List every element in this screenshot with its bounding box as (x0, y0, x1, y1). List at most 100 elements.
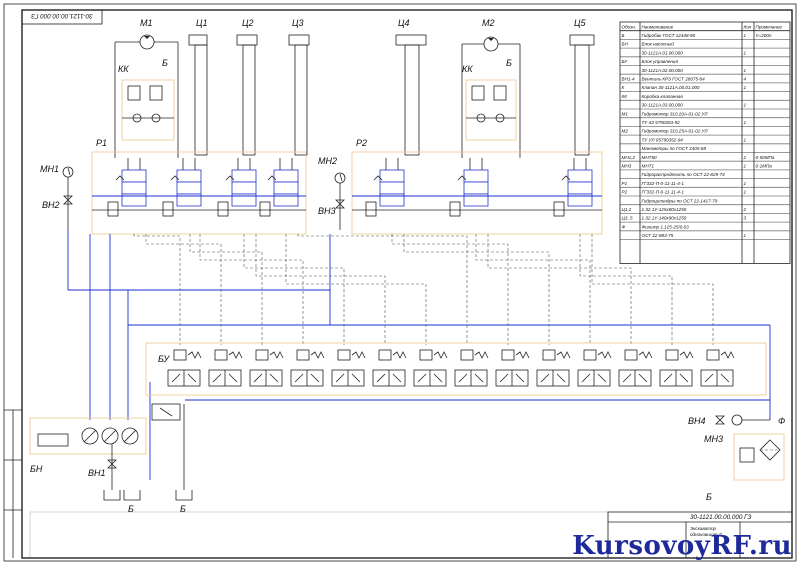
title-name-2: одноковшовый (690, 531, 722, 537)
label-m2: М2 (482, 18, 495, 28)
label-bh2: ВН2 (42, 200, 60, 210)
spec-cell: Фильтр 1.125-25/0.63 (642, 224, 690, 229)
label-kk2: КК (462, 64, 473, 74)
label-c3: Ц3 (292, 18, 304, 28)
spec-cell: Блок насосный (642, 41, 675, 47)
main-lines (67, 230, 771, 480)
spec-cell: 0-50МПа (756, 155, 775, 160)
spec-cell: 1 (744, 137, 747, 142)
spec-cell: ОСТ 22-883-75 (642, 233, 674, 238)
motor-m2: М2 (461, 18, 521, 158)
label-bh3: ВН3 (318, 206, 336, 216)
spec-cell: МНТ1 (642, 164, 655, 169)
spec-cell: Гидромотор 310.25А-01-02 УЛ (642, 129, 709, 134)
label-b2: Б (180, 504, 186, 514)
label-c2: Ц2 (242, 18, 254, 28)
spec-cell: 4 (744, 77, 747, 82)
spec-cell: 0-1МПа (756, 164, 773, 169)
spec-cell: 1 (744, 50, 747, 55)
spec-cell: Гидроцилиндры по ОСТ 22-1417-79 (642, 198, 718, 203)
spec-cell: 30-1121А.02.00.000 (642, 68, 684, 73)
tank-valve-bh1: ВН1 (88, 444, 121, 501)
spec-header: Наименование (642, 25, 674, 30)
motor-m1: М1 (114, 18, 179, 158)
spec-header: Обозн. (622, 25, 637, 30)
spec-cell: Коробка клапанная (642, 94, 684, 99)
spec-cell: Манометры по ГОСТ 2405-88 (642, 146, 707, 151)
spec-cell: Вентиль КРЗ ГОСТ 28075-84 (642, 77, 706, 82)
label-b-kk1: Б (162, 58, 168, 68)
spec-cell: ВН1-4 (622, 77, 635, 82)
spec-cell: 1 (744, 68, 747, 73)
control-section (659, 349, 694, 387)
spec-cell: БН (622, 42, 629, 47)
label-f: Ф (778, 416, 785, 426)
spec-cell: ТУ УЛ 05790352-94 (642, 137, 684, 142)
control-section (618, 349, 653, 387)
valve-box-kk2: КК Б (462, 58, 517, 141)
spec-cell: 30-1121А.01.00.000 (642, 50, 684, 55)
pump-block-bn: БН (29, 417, 147, 474)
spec-cell: Ц1,2 (622, 207, 632, 212)
control-section (249, 349, 284, 387)
spec-cell: МН3 (622, 164, 632, 169)
label-b-kk2: Б (506, 58, 512, 68)
spec-cell: 1 (744, 181, 747, 186)
control-block-bu: БУ (145, 342, 767, 421)
spec-cell: 3 (744, 216, 747, 221)
cylinder-c4: Ц4 (395, 18, 427, 156)
spec-cell: 2 (743, 207, 747, 212)
label-b1: Б (128, 504, 134, 514)
spec-cell: Р1 (622, 181, 628, 186)
spec-cell: Гидробак ГОСТ 12448-80 (642, 33, 696, 38)
spec-cell: ТУ 4З 5790353-92 (642, 120, 681, 125)
label-bh1: ВН1 (88, 468, 106, 478)
cylinder-c1: Ц1 (188, 18, 208, 156)
spec-cell: 1 (744, 120, 747, 125)
tank-b2: Б (175, 404, 193, 514)
spec-cell: Р2 (622, 190, 628, 195)
distributor-p1: Р1 (91, 138, 307, 235)
label-bh4: ВН4 (688, 416, 706, 426)
site-watermark: KursovoyRF.ru (572, 531, 792, 561)
sheet-inner-border (21, 9, 793, 559)
label-b-bottom-right: Б (706, 492, 712, 502)
distributor-section (553, 158, 593, 217)
spec-cell: М1 (622, 111, 629, 116)
distributor-section (259, 158, 299, 217)
spec-cell: Б (622, 33, 625, 38)
control-section (290, 349, 325, 387)
manometer-mh1: МН1 ВН2 (40, 164, 74, 230)
cylinder-c3: Ц3 (288, 18, 310, 156)
control-section (167, 349, 202, 387)
spec-cell: 1.32.1У-140х90х1250 (642, 216, 687, 221)
control-section (577, 349, 612, 387)
spec-cell: Гидромотор 310.20А-01-02 УЛ (642, 111, 709, 116)
spec-header: Кол (744, 25, 752, 30)
cylinder-c2: Ц2 (236, 18, 258, 156)
side-stamp-text: 30-1121.00.00.000 ГЗ (31, 12, 93, 19)
spec-cell: М2 (622, 129, 629, 134)
distributor-section (107, 158, 147, 217)
spec-cell: КК (622, 94, 628, 99)
label-p2: Р2 (356, 138, 367, 148)
label-c5: Ц5 (574, 18, 587, 28)
spec-cell: БУ (622, 59, 629, 64)
control-section (208, 349, 243, 387)
label-c4: Ц4 (398, 18, 410, 28)
label-c1: Ц1 (196, 18, 208, 28)
side-stamp: 30-1121.00.00.000 ГЗ (21, 9, 103, 25)
spec-cell: МН1,2 (622, 155, 636, 160)
control-section (454, 349, 489, 387)
control-section (700, 349, 735, 387)
label-mh1: МН1 (40, 164, 59, 174)
distributor-section (449, 158, 489, 217)
label-bu: БУ (158, 354, 170, 364)
pilot-lines (133, 234, 714, 345)
control-section (413, 349, 448, 387)
spec-cell: 30-1121А.03.00.000 (642, 103, 684, 108)
label-mh2: МН2 (318, 156, 337, 166)
manometer-mh2: МН2 ВН3 (318, 156, 346, 230)
label-bn: БН (30, 464, 43, 474)
